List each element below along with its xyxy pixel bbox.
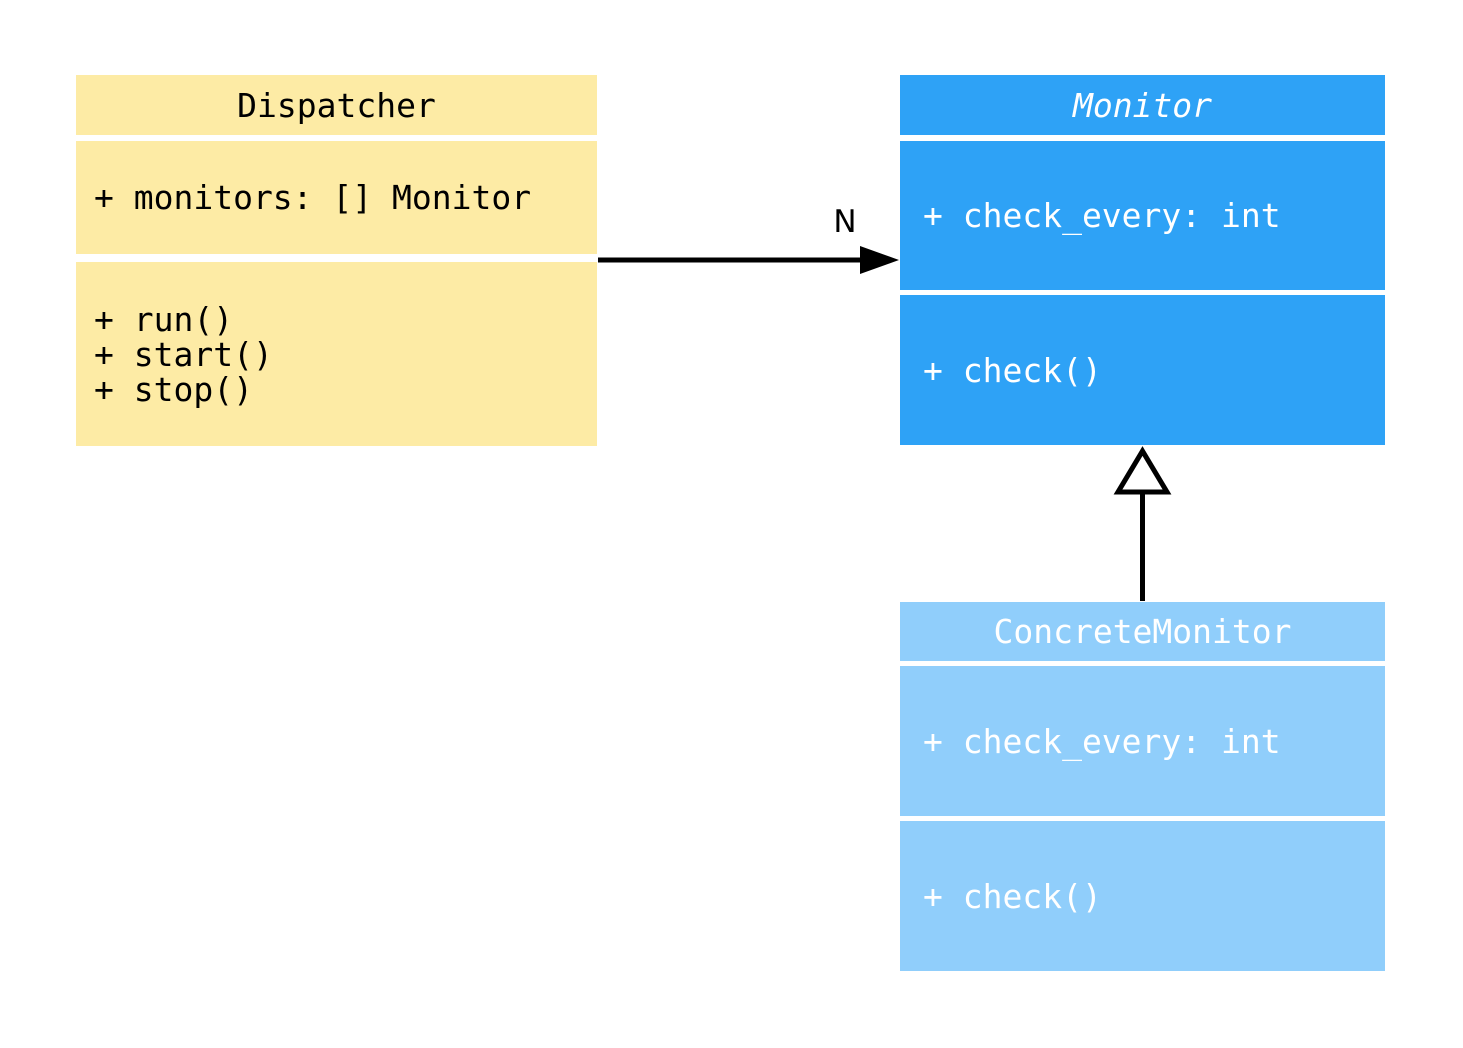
class-attributes-dispatcher: + monitors: [] Monitor: [76, 141, 597, 254]
class-methods-dispatcher: + run() + start() + stop(): [76, 262, 597, 446]
association-arrowhead-icon: [860, 246, 899, 274]
attribute-item: + monitors: [] Monitor: [94, 178, 532, 217]
class-title-concrete-monitor: ConcreteMonitor: [900, 602, 1385, 661]
association-multiplicity-label: N: [833, 204, 857, 240]
attribute-item: + check_every: int: [923, 196, 1281, 235]
class-box-monitor: Monitor + check_every: int + check(): [900, 75, 1385, 445]
attribute-item: + check_every: int: [923, 721, 1281, 761]
class-attributes-monitor: + check_every: int: [900, 141, 1385, 290]
generalization-triangle-icon: [1113, 446, 1172, 495]
class-box-dispatcher: Dispatcher + monitors: [] Monitor + run(…: [76, 75, 597, 446]
method-item: + start(): [94, 334, 273, 374]
method-item: + run(): [94, 299, 234, 339]
class-methods-concrete-monitor: + check(): [900, 821, 1385, 971]
class-title-dispatcher: Dispatcher: [76, 75, 597, 135]
class-attributes-concrete-monitor: + check_every: int: [900, 666, 1385, 816]
method-item: + stop(): [94, 369, 253, 409]
class-box-concrete-monitor: ConcreteMonitor + check_every: int + che…: [900, 602, 1385, 971]
class-title-monitor: Monitor: [900, 75, 1385, 135]
class-methods-monitor: + check(): [900, 295, 1385, 445]
method-item: + check(): [923, 876, 1102, 916]
method-item: + check(): [923, 350, 1102, 390]
